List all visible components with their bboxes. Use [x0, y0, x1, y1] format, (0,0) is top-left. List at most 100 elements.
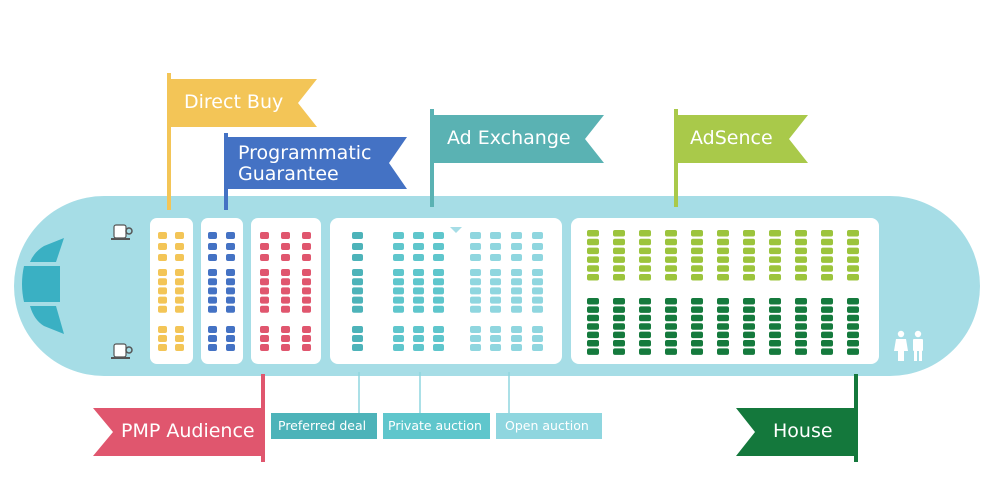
direct-buy-seat — [175, 335, 184, 342]
direct-buy-seat — [158, 232, 167, 239]
adsence-seat — [717, 247, 729, 255]
programmatic-guarantee-seat — [208, 254, 217, 261]
house-seat — [717, 348, 729, 355]
programmatic-guarantee-seat — [208, 344, 217, 351]
private-auction-seat — [433, 232, 444, 239]
private-auction-seat — [433, 278, 444, 286]
open-auction-seat — [532, 254, 543, 261]
adsence-seat — [743, 238, 755, 246]
pmp-audience-seat — [281, 278, 290, 286]
adsence-seat — [769, 274, 781, 281]
house-seat — [743, 298, 755, 305]
house-seat — [847, 323, 859, 330]
house-seat — [769, 298, 781, 305]
open-auction-seat — [511, 243, 522, 250]
house-seat — [821, 314, 833, 322]
adsence-seat — [717, 274, 729, 281]
house-seat — [665, 331, 677, 339]
house-seat — [691, 340, 703, 347]
pmp-audience-seat — [260, 278, 269, 286]
house-seat — [795, 298, 807, 305]
house-seat — [691, 298, 703, 305]
private-auction-seat — [393, 335, 404, 342]
open-auction-seat — [490, 344, 501, 351]
adsence-seat — [717, 265, 729, 272]
preferred-deal-seat — [352, 305, 363, 313]
pmp-audience-seat — [281, 269, 290, 276]
cockpit-windows — [22, 238, 64, 334]
pmp-audience-seat — [260, 296, 269, 304]
pmp-audience-seat — [302, 335, 311, 342]
house-seat — [639, 306, 651, 313]
house-seat — [743, 331, 755, 339]
adsence-seat — [847, 247, 859, 255]
private-auction-seat — [393, 254, 404, 261]
pmp-audience-seat — [260, 305, 269, 313]
programmatic-guarantee-seat — [208, 326, 217, 333]
adsence-seat — [821, 274, 833, 281]
pmp-audience-seat — [260, 243, 269, 250]
house-seat — [587, 314, 599, 322]
private-auction-seat — [393, 243, 404, 250]
private-auction-seat — [433, 296, 444, 304]
open-auction-seat — [470, 344, 481, 351]
programmatic-guarantee-seat — [226, 232, 235, 239]
direct-buy-seat — [175, 344, 184, 351]
ad-exchange-pole — [430, 109, 434, 207]
open-auction-box — [496, 413, 602, 439]
house-seat — [821, 340, 833, 347]
direct-buy-section — [150, 218, 193, 364]
private-auction-seat — [433, 305, 444, 313]
house-seat — [613, 323, 625, 330]
adsence-seat — [613, 265, 625, 272]
open-auction-seat — [470, 305, 481, 313]
adsence-seat — [613, 274, 625, 281]
private-auction-seat — [393, 232, 404, 239]
programmatic-guarantee-seat — [226, 305, 235, 313]
house-seat — [639, 340, 651, 347]
adsence-seat — [821, 238, 833, 246]
adsence-seat — [847, 238, 859, 246]
house-seat — [769, 340, 781, 347]
direct-buy-seat — [158, 269, 167, 276]
house-seat — [665, 298, 677, 305]
house-seat — [665, 348, 677, 355]
programmatic-guarantee-seat — [208, 269, 217, 276]
direct-buy-seat — [158, 278, 167, 286]
open-auction-seat — [511, 296, 522, 304]
open-auction-seat — [511, 254, 522, 261]
house-seat — [639, 314, 651, 322]
direct-buy-seat — [175, 269, 184, 276]
open-auction-seat — [511, 335, 522, 342]
pmp-audience-seat — [281, 287, 290, 295]
open-auction-seat — [490, 278, 501, 286]
ad-exchange-flag — [434, 115, 604, 163]
private-auction-seat — [413, 254, 424, 261]
pmp-audience-seat — [281, 296, 290, 304]
house-seat — [587, 323, 599, 330]
house-seat — [847, 314, 859, 322]
house-seat — [847, 306, 859, 313]
coffee-cup-icon — [111, 224, 133, 240]
open-auction-seat — [490, 287, 501, 295]
preferred-deal-seat — [352, 296, 363, 304]
open-auction-seat — [490, 296, 501, 304]
adsence-seat — [665, 238, 677, 246]
open-auction-seat — [511, 344, 522, 351]
programmatic-guarantee-seat — [226, 278, 235, 286]
open-auction-seat — [532, 335, 543, 342]
private-auction-seat — [433, 287, 444, 295]
adsence-seat — [613, 256, 625, 263]
programmatic-guarantee-seat — [208, 296, 217, 304]
house-seat — [795, 314, 807, 322]
private-auction-seat — [413, 305, 424, 313]
direct-buy-pole — [167, 73, 171, 210]
pmp-audience-seat — [281, 335, 290, 342]
programmatic-guarantee-seat — [226, 254, 235, 261]
private-auction-seat — [433, 326, 444, 333]
house-flag — [736, 408, 854, 456]
open-auction-seat — [532, 269, 543, 276]
house-seat — [795, 306, 807, 313]
house-seat — [821, 298, 833, 305]
